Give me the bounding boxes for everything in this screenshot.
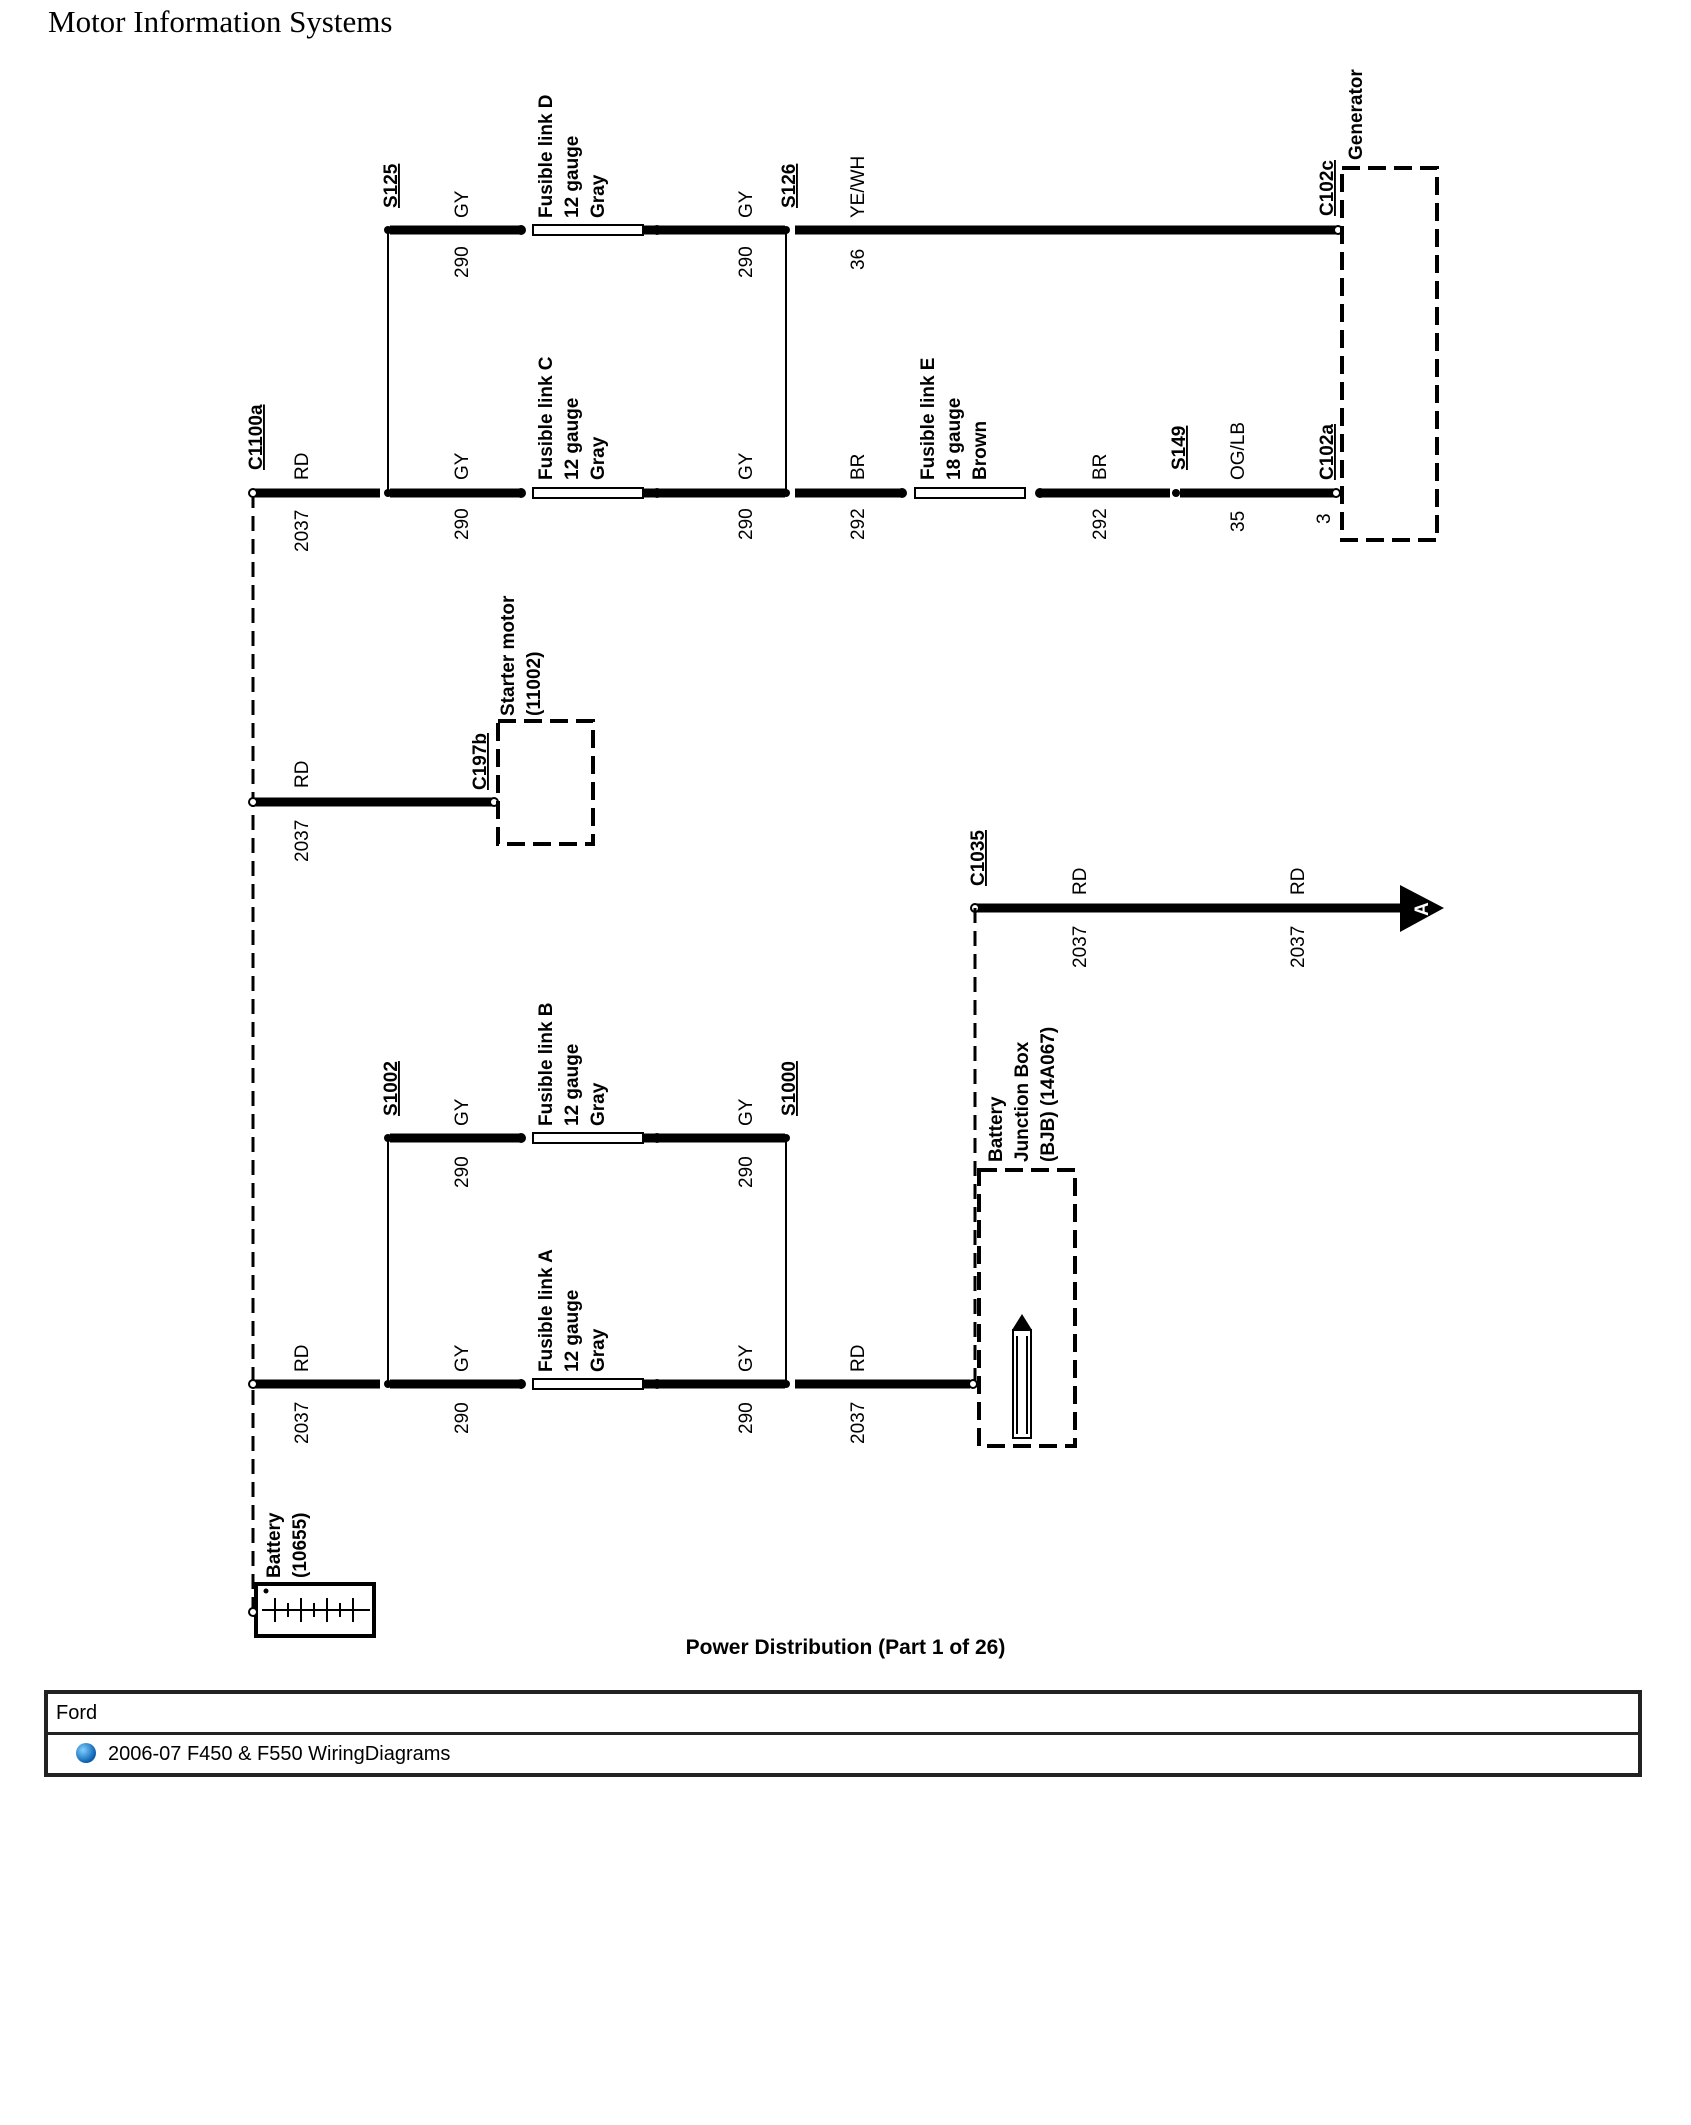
wire-color-label: GY (736, 1344, 757, 1372)
splice-label-s149: S149 (1169, 426, 1190, 470)
circuit-number-label: 290 (736, 508, 757, 540)
footer-table: Ford 2006-07 F450 & F550 WiringDiagrams (44, 1690, 1642, 1777)
row-bottom (248, 1378, 978, 1390)
fusible-link-d-body (532, 224, 644, 236)
fusible-link-b-gauge: 12 gauge (562, 1044, 583, 1126)
splice-label-s1000: S1000 (779, 1061, 800, 1116)
wire-color-label: GY (736, 452, 757, 480)
offpage-arrow-a (1400, 885, 1444, 932)
fusible-link-e-gauge: 18 gauge (944, 398, 965, 480)
row-c1100a (248, 487, 1341, 499)
bjb-label-1: Battery (986, 1096, 1007, 1162)
offpage-ref-a: A (1412, 902, 1433, 916)
wire-color-label: OG/LB (1228, 422, 1249, 480)
bjb-box (977, 1168, 1077, 1448)
generator-box (1340, 166, 1439, 542)
wire-color-label: BR (848, 454, 869, 480)
fusible-link-c-gauge: 12 gauge (562, 398, 583, 480)
circuit-number-label: 290 (452, 1156, 473, 1188)
row-s1002 (384, 1132, 790, 1144)
fusible-link-a-label: Fusible link A (536, 1249, 557, 1372)
fusible-link-c-color: Gray (588, 436, 609, 480)
connector-pin-label: 3 (1314, 513, 1335, 524)
wire-color-label: GY (736, 1098, 757, 1126)
fusible-link-c-body (532, 487, 644, 499)
fusible-link-d-color: Gray (588, 174, 609, 218)
connector-label-c102c: C102c (1317, 160, 1338, 216)
fusible-link-a-color: Gray (588, 1328, 609, 1372)
bjb-arrow (1012, 1314, 1032, 1330)
generator-label: Generator (1346, 69, 1367, 160)
bjb-label-2: Junction Box (1012, 1041, 1033, 1162)
fusible-link-e-label: Fusible link E (918, 358, 939, 480)
footer-make-text: Ford (56, 1702, 98, 1724)
wire-color-label: GY (452, 452, 473, 480)
footer-model[interactable]: 2006-07 F450 & F550 WiringDiagrams (48, 1732, 1638, 1773)
circuit-number-label: 290 (736, 1156, 757, 1188)
wire-color-label: GY (452, 1344, 473, 1372)
circuit-number-label: 290 (452, 1402, 473, 1434)
circuit-number-label: 292 (1090, 508, 1111, 540)
circuit-number-label: 290 (452, 508, 473, 540)
connector-label-c102a: C102a (1317, 424, 1338, 480)
battery-number: (10655) (290, 1513, 311, 1579)
splice-label-s126: S126 (779, 164, 800, 208)
footer-make: Ford (48, 1694, 1638, 1732)
wire-color-label: GY (452, 1098, 473, 1126)
connector-label-c1100a: C1100a (246, 404, 267, 470)
fusible-link-a-body (532, 1378, 644, 1390)
wire-color-label: RD (848, 1345, 869, 1372)
wire-color-label: RD (292, 1345, 313, 1372)
wire-color-label: RD (1288, 868, 1309, 895)
connector-label-c197b: C197b (470, 733, 491, 790)
splice-label-s1002: S1002 (381, 1061, 402, 1116)
splice-label-s125: S125 (381, 163, 402, 208)
wire-color-label: RD (292, 761, 313, 788)
starter-motor-number: (11002) (524, 652, 545, 716)
battery-label: Battery (264, 1512, 285, 1578)
fusible-link-e-color: Brown (970, 421, 991, 480)
row-top (384, 224, 1343, 236)
circuit-number-label: 2037 (1070, 926, 1091, 968)
wire-color-label: YE/WH (848, 156, 869, 218)
circuit-number-label: 290 (736, 1402, 757, 1434)
footer-model-text[interactable]: 2006-07 F450 & F550 WiringDiagrams (108, 1743, 451, 1765)
circuit-number-label: 292 (848, 508, 869, 540)
circuit-number-label: 2037 (848, 1402, 869, 1444)
circuit-number-label: 290 (736, 246, 757, 278)
bjb-busbar (1012, 1329, 1032, 1439)
circuit-number-label: 35 (1228, 511, 1249, 532)
wire-color-label: BR (1090, 454, 1111, 480)
page-header: Motor Information Systems (48, 4, 393, 39)
fusible-link-d-gauge: 12 gauge (562, 136, 583, 218)
bjb-label-3: (BJB) (14A067) (1038, 1027, 1059, 1162)
battery-symbol (248, 1582, 376, 1638)
diagram-caption: Power Distribution (Part 1 of 26) (685, 1636, 1006, 1659)
wire-color-label: GY (736, 190, 757, 218)
fusible-link-a-gauge: 12 gauge (562, 1290, 583, 1372)
fusible-link-b-color: Gray (588, 1082, 609, 1126)
fusible-link-b-label: Fusible link B (536, 1002, 557, 1126)
connector-label-c1035: C1035 (968, 830, 989, 886)
wire-color-label: GY (452, 190, 473, 218)
circuit-number-label: 2037 (1288, 926, 1309, 968)
fusible-link-d-label: Fusible link D (536, 94, 557, 218)
starter-motor-box (496, 719, 595, 846)
circuit-number-label: 2037 (292, 820, 313, 862)
circuit-number-label: 290 (452, 246, 473, 278)
wire-color-label: RD (1070, 868, 1091, 895)
circuit-number-label: 36 (848, 249, 869, 270)
circuit-number-label: 2037 (292, 510, 313, 552)
fusible-link-b-body (532, 1132, 644, 1144)
row-c1035 (970, 885, 1444, 1384)
starter-motor-label: Starter motor (498, 595, 519, 716)
circuit-number-label: 2037 (292, 1402, 313, 1444)
globe-icon (76, 1743, 96, 1763)
fusible-link-c-label: Fusible link C (536, 356, 557, 480)
fusible-link-e-body (914, 487, 1026, 499)
row-starter (248, 719, 595, 846)
wire-color-label: RD (292, 453, 313, 480)
